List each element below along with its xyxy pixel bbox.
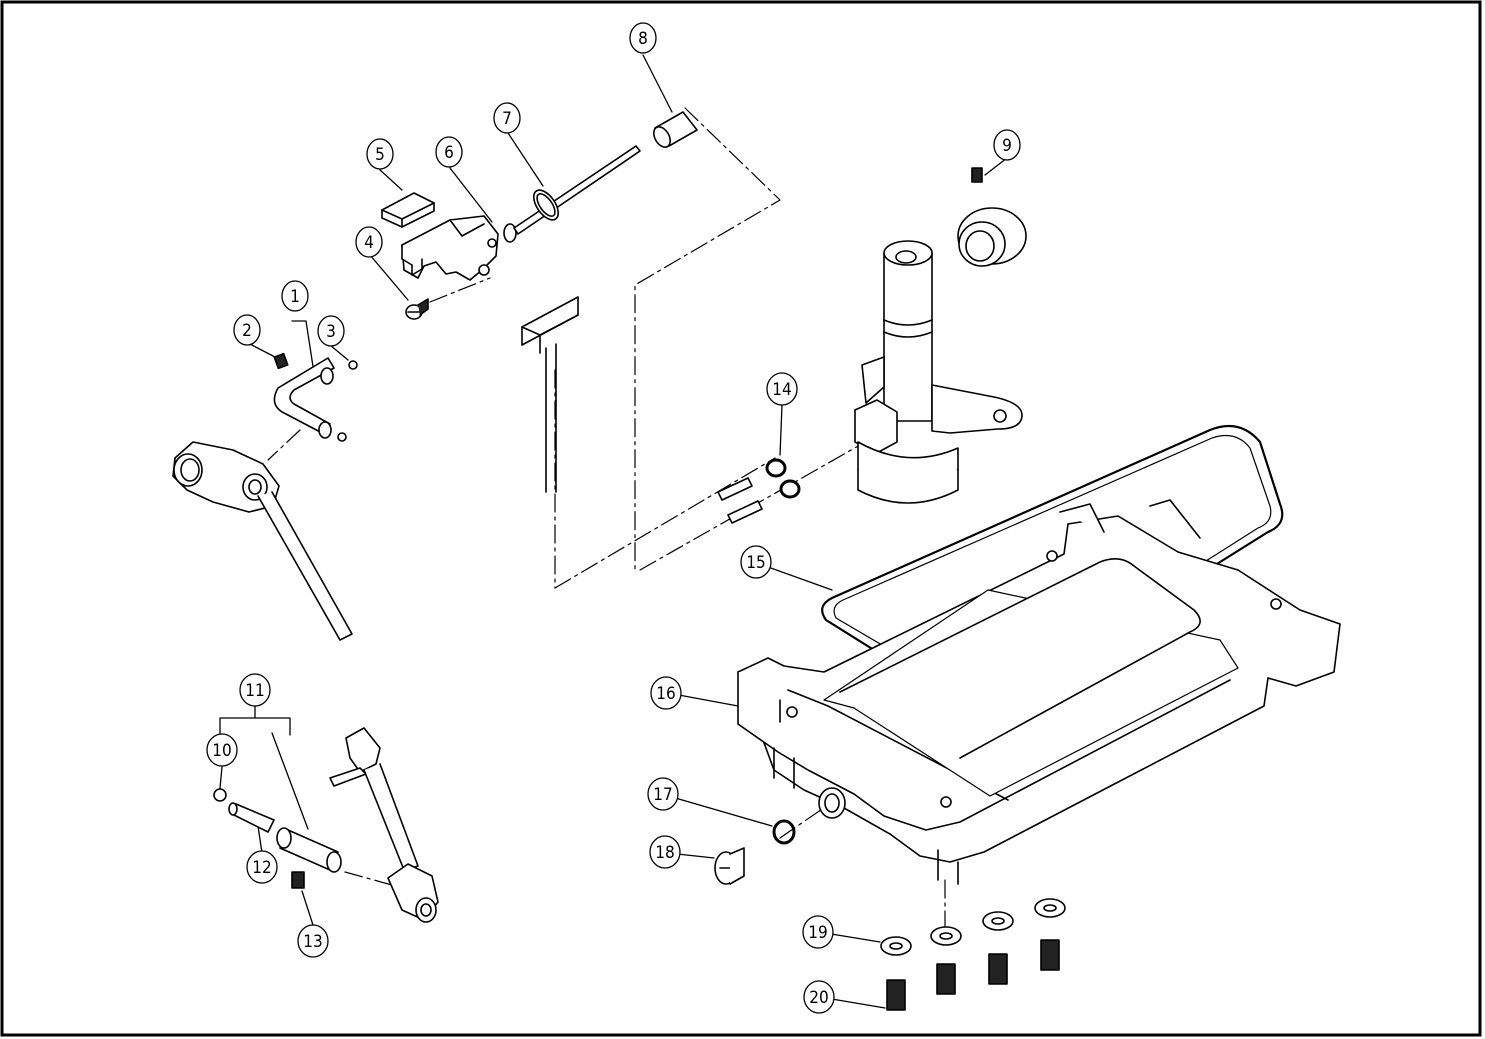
part-17-washer — [772, 819, 796, 845]
vertical-shaft-assembly — [854, 240, 1023, 504]
callout-1: 1 — [281, 280, 309, 312]
part-15-gasket — [821, 424, 1284, 711]
part-9-collar — [957, 167, 1027, 267]
upper-lever-assembly — [172, 441, 353, 641]
callout-4: 4 — [355, 226, 383, 258]
leader-lines — [219, 54, 1008, 1009]
callout-8: 8 — [629, 22, 657, 54]
part-1-crank-arm — [273, 352, 358, 442]
callout-1-text: 1 — [290, 287, 300, 307]
callout-15-text: 15 — [746, 553, 765, 573]
callout-17: 17 — [647, 777, 679, 811]
callout-7-text: 7 — [502, 109, 512, 129]
callout-10: 10 — [206, 733, 238, 767]
callout-11: 11 — [239, 673, 271, 707]
lower-lever-assembly — [329, 727, 439, 923]
callout-3: 3 — [317, 315, 345, 347]
callout-16: 16 — [650, 676, 682, 710]
callout-17-text: 17 — [653, 785, 672, 805]
callout-5: 5 — [366, 138, 394, 170]
callout-16-text: 16 — [656, 684, 675, 704]
part-16-oil-pan — [737, 499, 1341, 885]
part-4-screw — [405, 298, 429, 320]
callout-13: 13 — [297, 924, 329, 958]
callout-3-text: 3 — [326, 322, 336, 342]
callout-19-text: 19 — [808, 923, 827, 943]
callout-14-text: 14 — [772, 380, 791, 400]
parts-19-20-mounting-bolts — [880, 898, 1066, 1011]
part-14-nuts-and-pins — [717, 458, 801, 524]
callout-18: 18 — [649, 835, 681, 869]
callout-13-text: 13 — [303, 932, 322, 952]
callout-9-text: 9 — [1002, 136, 1012, 156]
callout-15: 15 — [740, 545, 772, 579]
callout-14: 14 — [766, 372, 798, 406]
part-8-tube — [653, 111, 698, 148]
parts-10-13-lower-shaft — [213, 788, 342, 889]
callout-10-text: 10 — [212, 741, 231, 761]
callout-9: 9 — [993, 129, 1021, 161]
callout-2: 2 — [233, 314, 261, 346]
callout-4-text: 4 — [364, 233, 374, 253]
callout-6-text: 6 — [444, 143, 454, 163]
callout-20-text: 20 — [809, 988, 828, 1008]
callout-6: 6 — [435, 136, 463, 168]
part-5-slide-block — [381, 192, 435, 228]
part-7-rod — [513, 145, 641, 235]
callout-labels: 1 2 3 4 5 6 7 8 9 10 11 12 13 14 15 16 1… — [206, 22, 1021, 1014]
t-handle-tool — [521, 296, 579, 493]
callout-18-text: 18 — [655, 843, 674, 863]
part-6-bracket — [401, 215, 517, 281]
callout-8-text: 8 — [638, 29, 648, 49]
callout-2-text: 2 — [242, 321, 252, 341]
part-18-drain-screw — [714, 847, 745, 885]
callout-12: 12 — [246, 850, 278, 884]
callout-12-text: 12 — [252, 858, 271, 878]
callout-20: 20 — [803, 980, 835, 1014]
callout-5-text: 5 — [375, 145, 385, 165]
callout-7: 7 — [493, 102, 521, 134]
callout-19: 19 — [802, 915, 834, 949]
callout-11-text: 11 — [245, 681, 264, 701]
